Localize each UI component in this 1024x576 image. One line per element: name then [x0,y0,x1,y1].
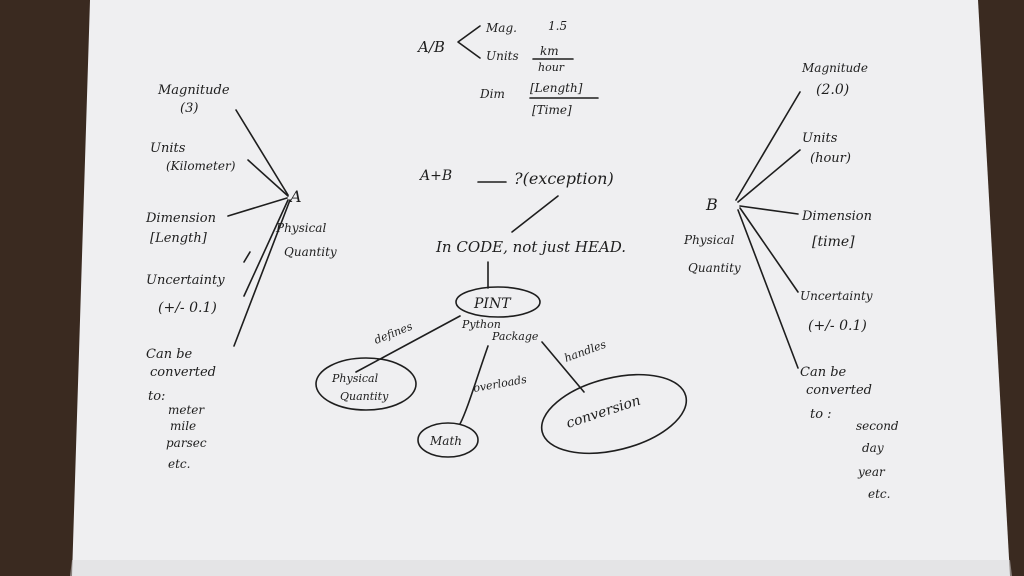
left-magnitude-label: Magnitude [157,83,230,98]
right-dimension-label: Dimension [801,209,872,224]
units-num: km [540,44,559,58]
left-target: parsec [166,436,207,450]
dim-den: [Time] [532,103,572,117]
left-convert-1: Can be [146,347,193,362]
conversion-node [540,373,688,455]
right-edge-uncertainty [739,207,799,293]
right-cluster: Magnitude (2.0) Units (hour) Dimension [… [683,61,899,501]
right-uncertainty-label: Uncertainty [800,289,873,303]
right-units-value: (hour) [810,151,851,166]
ratio-block: A/B Mag. 1.5 Units km hour Dim [Length] … [416,19,599,117]
right-node-caption-1: Physical [683,233,734,247]
paper-shadow [70,560,1012,576]
right-magnitude-label: Magnitude [801,61,868,75]
mag-value: 1.5 [548,19,567,33]
math-label: Math [429,434,462,448]
left-dimension-value: [Length] [150,231,208,246]
right-target: year [857,465,886,479]
left-edge-uncertainty [243,199,289,297]
math-node [417,422,479,458]
physical-quantity-node [315,357,417,411]
code-line: In CODE, not just HEAD. [435,238,626,256]
left-cluster: Magnitude (3) Units (Kilometer) Dimensio… [145,83,337,471]
right-target: day [862,441,884,455]
left-magnitude-value: (3) [180,101,198,116]
sum-label: A+B [418,168,452,184]
left-uncertainty-label: Uncertainty [146,273,225,288]
left-target: mile [170,419,196,433]
edge-defines [355,315,461,373]
right-convert-2: converted [806,383,872,398]
left-units-value: (Kilometer) [166,159,236,173]
pint-label: PINT [473,296,512,312]
right-target: etc. [868,487,890,501]
units-label: Units [486,49,519,63]
left-node-caption-1: Physical [275,221,326,235]
pq-label-1: Physical [331,372,379,385]
pq-label-2: Quantity [340,390,389,403]
pint-caption-2: Package [491,330,539,343]
left-edge-dimension [227,197,288,217]
mag-label: Mag. [485,21,517,35]
exception-label: ?(exception) [514,169,614,188]
ratio-label: A/B [416,38,445,56]
exception-to-code-edge [511,195,559,233]
units-den: hour [538,61,565,74]
left-units-label: Units [150,141,186,156]
left-node-a: A [288,187,302,206]
right-node-caption-2: Quantity [688,261,741,275]
left-uncertainty-value: (+/- 0.1) [158,300,217,316]
pint-caption-1: Python [461,318,501,331]
right-node-b: B [705,195,718,214]
left-target: etc. [168,457,190,471]
right-dimension-value: [time] [812,234,855,250]
paper-sheet [72,0,1010,576]
edge-handles [541,341,585,393]
ratio-brace [457,25,481,59]
left-target: meter [168,403,205,417]
right-convert-3: to : [810,407,832,422]
right-magnitude-value: (2.0) [816,82,849,98]
right-edge-dimension [739,205,799,215]
left-edge-convert [233,199,291,347]
dim-label: Dim [479,87,505,101]
right-target: second [856,419,899,433]
left-edge-tick [243,251,251,263]
left-dimension-label: Dimension [145,211,216,226]
edge-overloads [459,345,489,425]
right-edge-magnitude [735,91,801,201]
right-units-label: Units [802,131,838,146]
left-edge-units [247,159,289,197]
right-uncertainty-value: (+/- 0.1) [808,318,867,334]
right-edge-convert [737,209,799,369]
right-edge-units [737,149,801,203]
pint-node [455,286,541,318]
dim-num: [Length] [530,81,583,95]
right-convert-1: Can be [800,365,847,380]
left-edge-magnitude [235,109,289,196]
left-node-caption-2: Quantity [284,245,337,259]
left-convert-2: converted [150,365,216,380]
left-convert-3: to: [148,389,165,404]
